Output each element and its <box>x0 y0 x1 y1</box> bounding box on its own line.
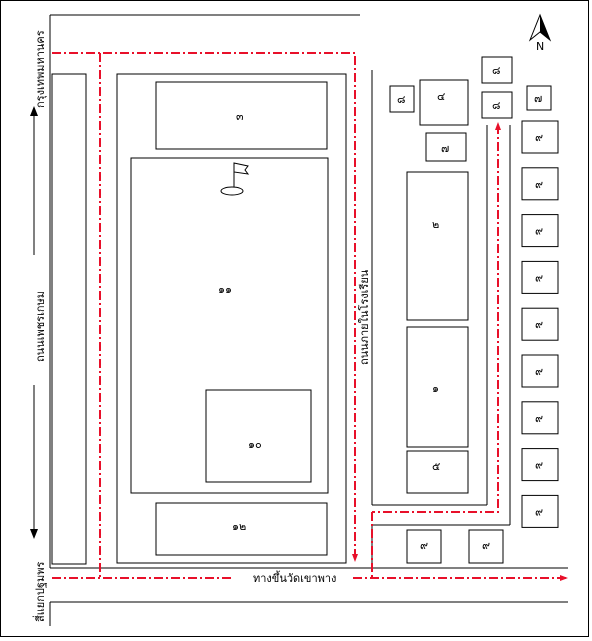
label-building-9: ๙ <box>535 318 543 331</box>
building-10 <box>205 389 312 483</box>
building-8-a <box>389 85 415 113</box>
label-building-5: ๕ <box>432 460 440 473</box>
route-arrow-icon <box>560 575 568 581</box>
building-3 <box>155 81 328 150</box>
building-9 <box>521 494 559 528</box>
flagpole-icon <box>220 162 250 196</box>
building-8-b <box>481 56 513 84</box>
label-building-9: ๙ <box>535 505 543 518</box>
building-9-bottom-1 <box>406 529 442 564</box>
building-4 <box>419 79 469 126</box>
building-9 <box>521 448 559 482</box>
label-building-8-a: ๘ <box>397 93 406 106</box>
road-label-wat-khao-phang: ทางขึ้นวัดเขาพาง <box>253 570 336 585</box>
label-building-9: ๙ <box>535 365 543 378</box>
route-arrow-icon <box>352 554 358 562</box>
label-building-9: ๙ <box>535 131 543 144</box>
building-1 <box>406 326 469 448</box>
label-building-9: ๙ <box>535 225 543 238</box>
label-building-2: ๒ <box>432 218 439 231</box>
label-building-9: ๙ <box>535 412 543 425</box>
building-9 <box>521 354 559 388</box>
building-9 <box>521 401 559 435</box>
north-arrow-icon <box>528 13 552 42</box>
building-5 <box>406 450 469 494</box>
building-9 <box>521 167 559 201</box>
label-building-8-b: ๘ <box>492 64 501 77</box>
label-building-11: ๑๑ <box>218 283 232 296</box>
building-9-bottom-2 <box>468 529 504 564</box>
building-9 <box>521 120 559 154</box>
label-building-4: ๔ <box>437 90 445 103</box>
building-7-b <box>425 132 467 162</box>
label-building-9: ๙ <box>535 459 543 472</box>
label-building-7-b: ๗ <box>441 142 449 155</box>
label-building-7-a: ๗ <box>534 92 542 105</box>
road-label-bangkok: กรุงเทพมหานคร <box>34 30 47 108</box>
label-building-9-bottom-2: ๙ <box>482 539 490 552</box>
building-9 <box>521 260 559 294</box>
route-path <box>52 52 566 579</box>
building-8-c <box>481 91 513 119</box>
label-building-9: ๙ <box>535 178 543 191</box>
label-building-9-bottom-1: ๙ <box>420 539 428 552</box>
label-building-12: ๑๒ <box>232 520 246 533</box>
label-building-9: ๙ <box>535 271 543 284</box>
building-2 <box>406 171 469 321</box>
road-label-phetkasem: ถนนเพชรเกษม <box>34 291 47 362</box>
building-12 <box>155 502 328 556</box>
road-median <box>51 73 87 565</box>
road-label-school-internal: ถนนภายในโรงเรียน <box>357 269 371 365</box>
label-building-10: ๑๐ <box>248 438 262 451</box>
arrow-down-icon <box>30 529 38 539</box>
building-9 <box>521 307 559 341</box>
north-label: N <box>536 40 544 53</box>
route-arrow-icon <box>495 122 501 130</box>
building-7-a <box>526 85 552 111</box>
label-building-3: ๓ <box>236 110 244 123</box>
label-building-1: ๑ <box>432 382 439 395</box>
building-9 <box>521 214 559 248</box>
arrow-up-icon <box>30 106 38 116</box>
label-building-8-c: ๘ <box>492 99 501 112</box>
road-label-pathomporn: สี่แยกปฐมพร <box>32 562 47 623</box>
